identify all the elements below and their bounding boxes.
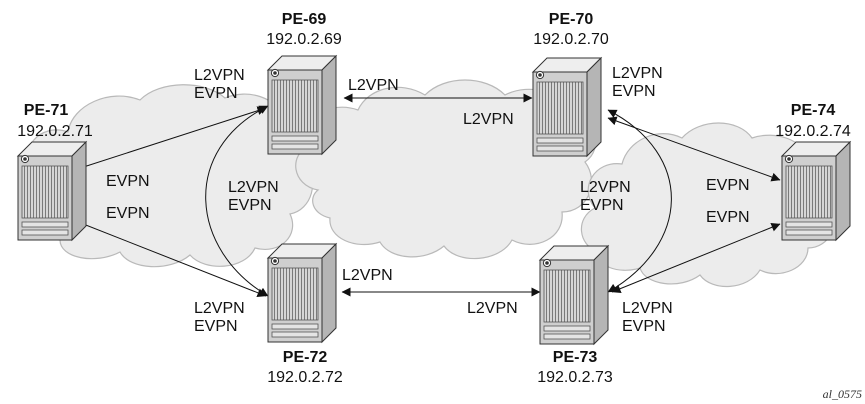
pe71-name: PE-71 [24, 102, 69, 119]
pe72-evpn-label: EVPN [194, 318, 238, 335]
router-pe69-icon [268, 56, 336, 154]
pe72-ip: 192.0.2.72 [267, 369, 343, 386]
figure-id: al_0575 [823, 387, 862, 401]
pe73-l2vpn-label-b: L2VPN [622, 300, 673, 317]
pe69-name: PE-69 [282, 11, 327, 28]
pe73-l2vpn-label-a: L2VPN [467, 300, 518, 317]
router-pe73-icon [540, 246, 608, 344]
link-72-73-label: L2VPN [342, 267, 393, 284]
pe74-ip: 192.0.2.74 [775, 123, 851, 140]
pe71-evpn-label-a: EVPN [106, 173, 150, 190]
pe70-ip: 192.0.2.70 [533, 31, 609, 48]
pe70-l2vpn-label-b: L2VPN [612, 65, 663, 82]
pe69-evpn-label: EVPN [194, 85, 238, 102]
left-arc-evpn-label: EVPN [228, 197, 272, 214]
router-pe74-icon [782, 142, 850, 240]
router-pe70-icon [533, 58, 601, 156]
pe72-name: PE-72 [283, 349, 328, 366]
pe69-l2vpn-label: L2VPN [194, 67, 245, 84]
pe74-evpn-label-b: EVPN [706, 209, 750, 226]
pe74-name: PE-74 [791, 102, 836, 119]
pe71-ip: 192.0.2.71 [17, 123, 93, 140]
pe70-l2vpn-label-a: L2VPN [463, 111, 514, 128]
pe74-evpn-label-a: EVPN [706, 177, 750, 194]
pe70-evpn-label: EVPN [612, 83, 656, 100]
pe70-name: PE-70 [549, 11, 594, 28]
pe72-l2vpn-label: L2VPN [194, 300, 245, 317]
link-69-70-label: L2VPN [348, 77, 399, 94]
pe73-name: PE-73 [553, 349, 598, 366]
router-pe71-icon [18, 142, 86, 240]
left-arc-l2vpn-label: L2VPN [228, 179, 279, 196]
right-arc-l2vpn-label: L2VPN [580, 179, 631, 196]
pe73-evpn-label: EVPN [622, 318, 666, 335]
right-arc-evpn-label: EVPN [580, 197, 624, 214]
pe69-ip: 192.0.2.69 [266, 31, 342, 48]
pe71-evpn-label-b: EVPN [106, 205, 150, 222]
router-pe72-icon [268, 244, 336, 342]
pe73-ip: 192.0.2.73 [537, 369, 613, 386]
